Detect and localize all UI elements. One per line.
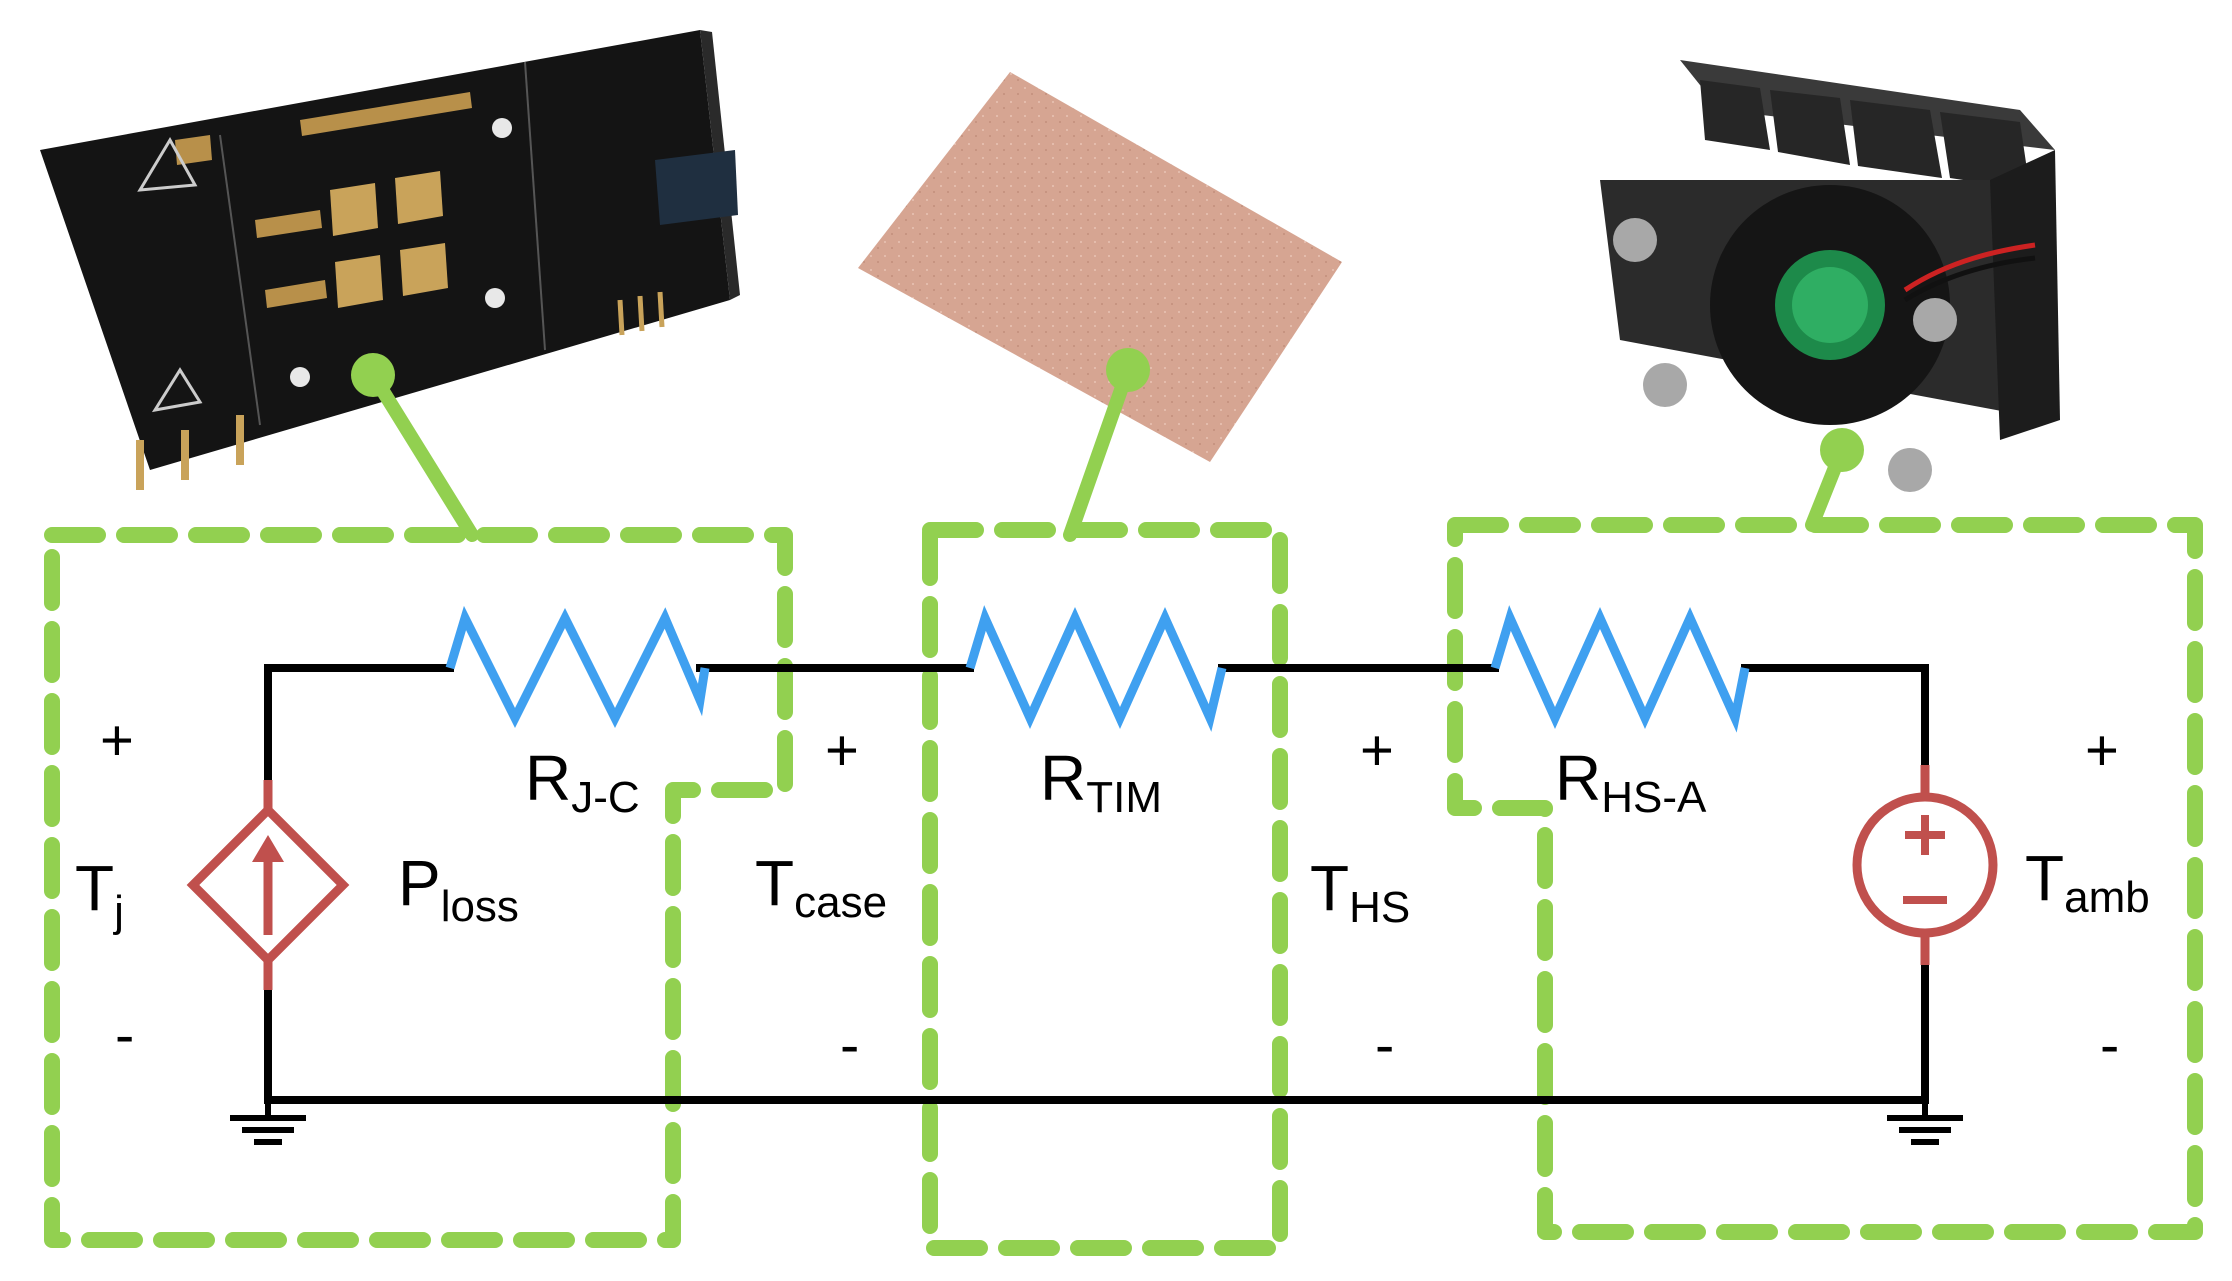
tj-plus: + (100, 708, 134, 773)
ground-right-icon (1887, 1100, 1963, 1145)
callout-heatsink (1805, 428, 1864, 532)
ground-left-icon (230, 1100, 306, 1145)
junction-dashed-box (44, 527, 793, 1248)
callout-pcb (351, 353, 479, 542)
label-tj: Tj (75, 852, 124, 936)
label-tamb: Tamb (2025, 842, 2150, 922)
resistor-rhsa (1490, 605, 1750, 733)
label-rjc: RJ-C (525, 742, 640, 822)
ths-minus: - (1375, 1013, 1394, 1078)
tcase-plus: + (825, 718, 859, 783)
label-ths: THS (1310, 852, 1410, 932)
tcase-minus: - (840, 1013, 859, 1078)
tim-dashed-box (922, 522, 1288, 1256)
ths-plus: + (1360, 718, 1394, 783)
heatsink-fan-image (1600, 60, 2060, 492)
tj-minus: - (115, 1003, 134, 1068)
callout-tim (1063, 348, 1150, 542)
label-rhsa: RHS-A (1555, 742, 1707, 822)
wire-top-right (1741, 664, 1929, 769)
label-rtim: RTIM (1040, 742, 1162, 822)
tamb-plus: + (2085, 718, 2119, 783)
resistor-rjc (445, 605, 710, 729)
tim-pad-image (858, 72, 1342, 462)
wire-top-left (264, 664, 454, 784)
label-ploss: Ploss (398, 847, 519, 931)
heatsink-dashed-box (1447, 517, 2203, 1240)
pcb-board-image (40, 30, 740, 490)
tamb-minus: - (2100, 1013, 2119, 1078)
voltage-source-icon (1852, 765, 1998, 965)
label-tcase: Tcase (755, 847, 887, 927)
resistor-rtim (965, 605, 1227, 732)
dependent-current-source-icon (186, 780, 350, 990)
